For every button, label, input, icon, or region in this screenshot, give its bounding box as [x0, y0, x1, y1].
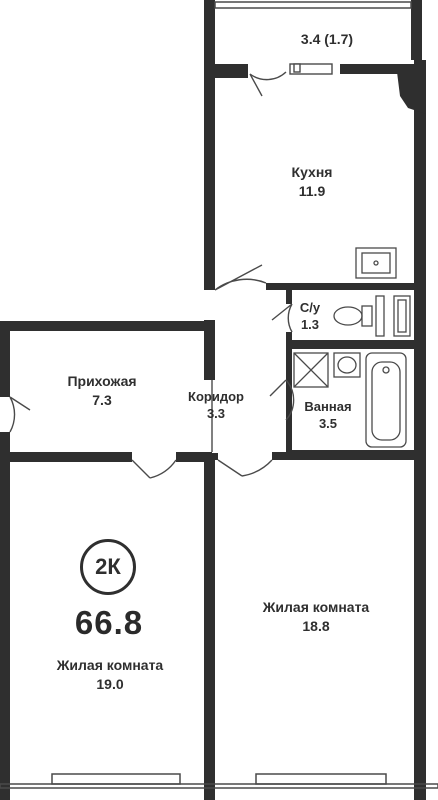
room-area: 11.9 [298, 183, 326, 199]
room-label-hallway: Прихожая 7.3 [52, 372, 152, 410]
room-label-toilet: С/у 1.3 [292, 299, 328, 333]
room-area: 3.3 [206, 406, 226, 421]
room-area: 1.3 [300, 317, 320, 332]
room-label-balcony: 3.4 (1.7) [282, 30, 372, 49]
apartment-type-badge: 2К [80, 539, 136, 595]
room-name: Коридор [188, 389, 244, 404]
shower-icon [293, 352, 329, 388]
room-label-bathroom: Ванная 3.5 [292, 398, 364, 432]
room-label-corridor: Коридор 3.3 [176, 388, 256, 422]
kitchen-sink-icon [355, 247, 397, 279]
toilet-icon [333, 295, 411, 337]
room-name: Жилая комната [56, 657, 164, 673]
room-area: 3.4 (1.7) [300, 31, 354, 47]
fixtures [293, 247, 411, 448]
washbasin-icon [333, 352, 361, 378]
total-area: 66.8 [74, 604, 144, 641]
room-area: 19.0 [96, 676, 124, 692]
room-name: Кухня [291, 164, 333, 180]
room-label-living-left: Жилая комната 19.0 [30, 656, 190, 694]
room-name: С/у [299, 300, 321, 315]
room-area: 7.3 [92, 392, 112, 408]
doors [9, 63, 333, 479]
bathtub-icon [365, 352, 407, 448]
room-name: Прихожая [67, 373, 137, 389]
room-label-living-right: Жилая комната 18.8 [236, 598, 396, 636]
room-label-kitchen: Кухня 11.9 [272, 163, 352, 201]
room-area: 3.5 [318, 416, 338, 431]
room-name: Ванная [304, 399, 352, 414]
walls [0, 0, 426, 800]
room-name: Жилая комната [262, 599, 370, 615]
room-area: 18.8 [302, 618, 330, 634]
